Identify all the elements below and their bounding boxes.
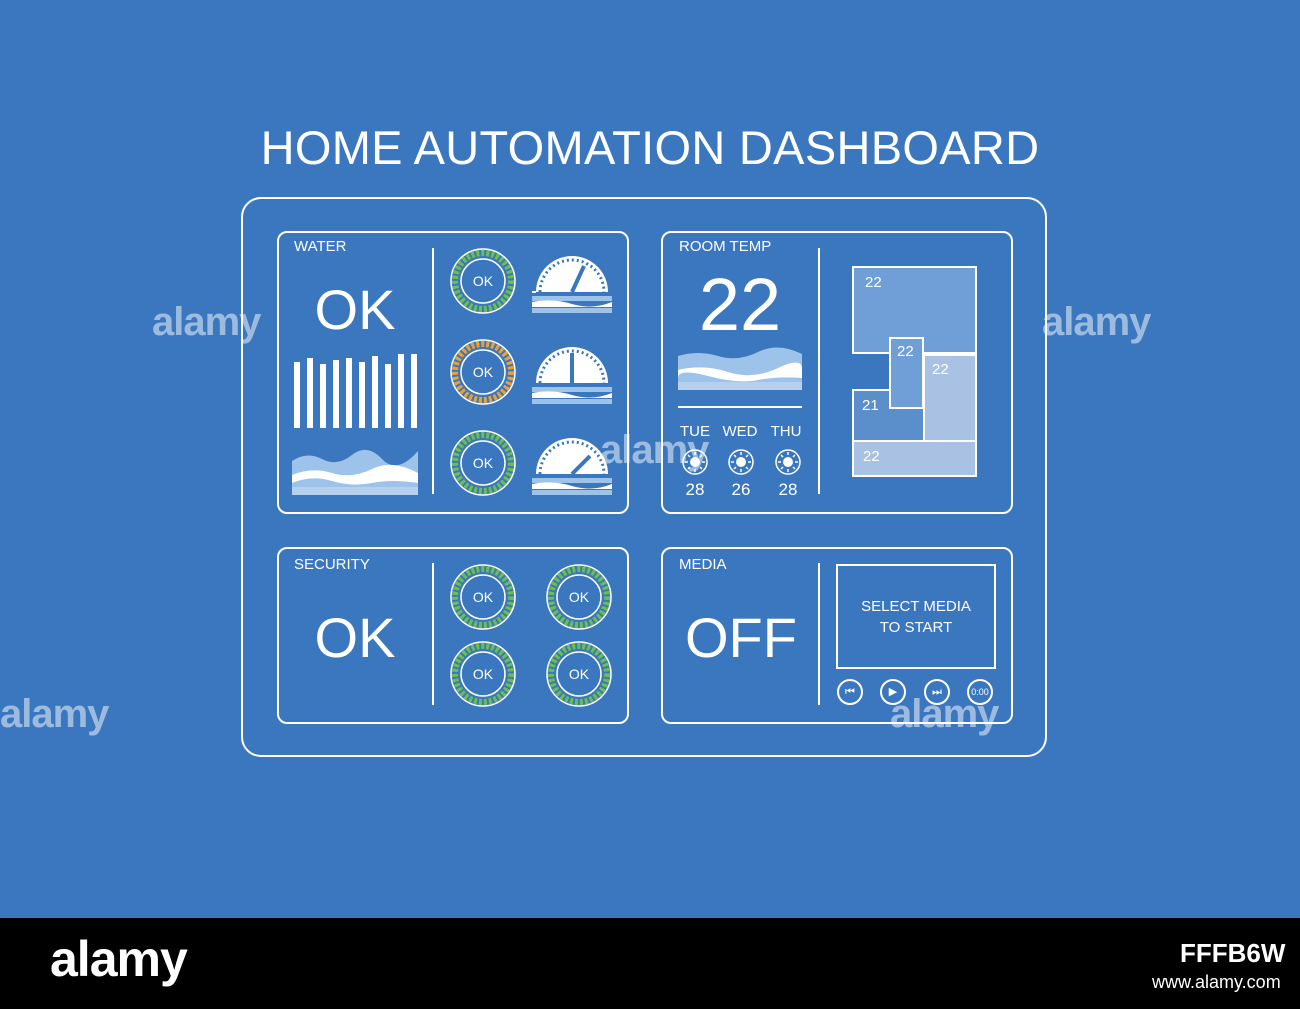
- security-panel[interactable]: [277, 547, 629, 724]
- water-area-chart: [292, 449, 418, 495]
- room-temp-panel[interactable]: [661, 231, 1013, 514]
- watermark-left: alamy: [152, 300, 261, 344]
- water-indicator-ring-3: [450, 430, 516, 496]
- water-indicator-3-label: OK: [472, 455, 494, 471]
- page-title: HOME AUTOMATION DASHBOARD: [260, 121, 1040, 174]
- floorplan-room-3[interactable]: [923, 354, 977, 442]
- play-icon[interactable]: ▶: [880, 679, 906, 705]
- water-status: OK: [314, 278, 396, 341]
- footer-image-id: FFFB6W: [1180, 938, 1286, 968]
- security-indicator-ring-1: [450, 564, 516, 630]
- media-panel[interactable]: [661, 547, 1013, 724]
- rewind-icon[interactable]: ⏮: [837, 679, 863, 705]
- water-divider: [432, 248, 434, 494]
- media-screen[interactable]: [836, 564, 996, 669]
- watermark-center: alamy: [600, 428, 709, 472]
- footer-site: www.alamy.com: [1152, 972, 1281, 992]
- water-indicator-ring-2: [450, 339, 516, 405]
- watermark-right: alamy: [1042, 300, 1151, 344]
- floorplan-room-5[interactable]: [852, 440, 977, 477]
- sun-icon: [682, 449, 708, 475]
- media-screen-line-2: TO START: [879, 619, 953, 636]
- forecast-temp-tue: 28: [685, 480, 705, 499]
- room-temp-label: ROOM TEMP: [679, 238, 772, 255]
- forecast-temp-wed: 26: [731, 480, 751, 499]
- room-temp-value: 22: [698, 263, 782, 346]
- room-temp-divider: [818, 248, 820, 494]
- forecast-day-thu: THU: [770, 423, 802, 440]
- security-indicator-4-label: OK: [568, 666, 590, 682]
- floorplan-room-4-temp: 21: [862, 397, 879, 414]
- security-indicator-1-label: OK: [472, 589, 494, 605]
- water-label: WATER: [294, 238, 347, 255]
- security-divider: [432, 563, 434, 705]
- media-status: OFF: [685, 606, 797, 669]
- floorplan-room-1-temp: 22: [865, 274, 882, 291]
- floorplan-room-2[interactable]: [889, 337, 924, 409]
- watermark-bottom-right: alamy: [890, 692, 999, 736]
- dashboard-frame: [241, 197, 1047, 757]
- security-indicator-ring-2: [546, 564, 612, 630]
- watermark-bottom-left: alamy: [0, 692, 109, 736]
- forecast-day-wed: WED: [722, 423, 758, 440]
- footer-logo: alamy: [50, 931, 188, 987]
- media-label: MEDIA: [679, 556, 727, 573]
- floorplan-room-2-temp: 22: [897, 343, 914, 360]
- security-status: OK: [314, 606, 396, 669]
- water-gauge-3: [532, 438, 612, 495]
- forecast-day-tue: TUE: [680, 423, 710, 440]
- room-temp-separator: [678, 406, 802, 408]
- media-divider: [818, 563, 820, 705]
- media-screen-line-1: SELECT MEDIA: [861, 598, 971, 615]
- floorplan-room-3-temp: 22: [932, 361, 949, 378]
- fast-forward-icon[interactable]: ⏭: [924, 679, 950, 705]
- security-indicator-ring-4: [546, 641, 612, 707]
- water-indicator-ring-1: [450, 248, 516, 314]
- footer-bar: [0, 918, 1300, 1009]
- water-panel[interactable]: [277, 231, 629, 514]
- media-time: 0:00: [967, 679, 993, 705]
- water-indicator-2-label: OK: [472, 364, 494, 380]
- water-gauge-1: [532, 256, 612, 313]
- security-indicator-3-label: OK: [472, 666, 494, 682]
- water-bar-chart: [294, 354, 417, 428]
- water-indicator-1-label: OK: [472, 273, 494, 289]
- security-indicator-ring-3: [450, 641, 516, 707]
- forecast-temp-thu: 28: [778, 480, 798, 499]
- sun-icon: [775, 449, 801, 475]
- security-indicator-2-label: OK: [568, 589, 590, 605]
- water-gauge-2: [532, 347, 612, 404]
- security-label: SECURITY: [294, 556, 370, 573]
- sun-icon: [728, 449, 754, 475]
- room-temp-area-chart: [678, 347, 802, 390]
- floorplan-room-5-temp: 22: [863, 448, 880, 465]
